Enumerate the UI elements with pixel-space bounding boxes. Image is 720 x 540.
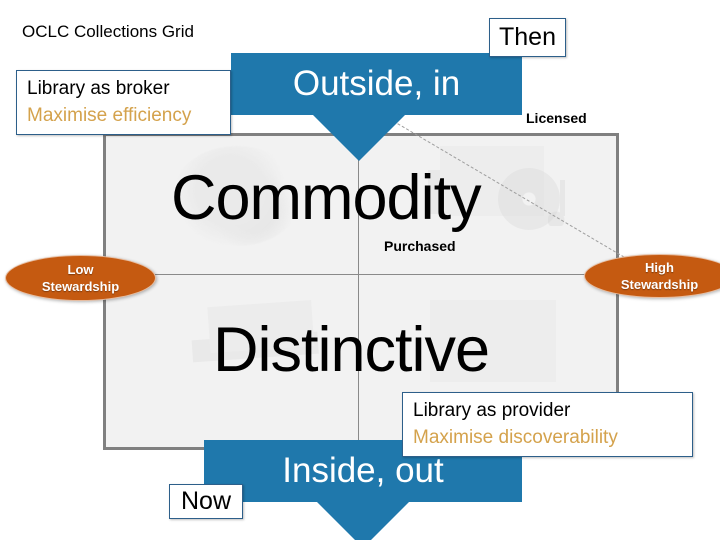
page-title: OCLC Collections Grid [22,22,194,41]
quadrant-word-commodity: Commodity [171,163,482,233]
banner-inside-out[interactable]: Inside, out [204,440,522,540]
callout-broker-goal: Maximise efficiency [27,105,192,126]
axis-end-high-line2: Stewardship [620,277,699,292]
axis-end-low-stewardship[interactable]: Low Stewardship [5,255,156,301]
banner-outside-in[interactable]: Outside, in [231,53,522,161]
time-tag-now-label: Now [180,487,231,515]
axis-end-low-line1: Low [67,262,94,277]
axis-end-high-stewardship[interactable]: High Stewardship [584,254,720,298]
axis-end-high-line1: High [645,260,674,275]
callout-library-as-broker[interactable]: Library as broker Maximise efficiency [16,70,231,135]
banner-inside-out-bar: Inside, out [204,440,522,502]
quadrant-word-distinctive: Distinctive [213,315,490,385]
time-tag-then-label: Then [499,23,556,51]
label-purchased: Purchased [384,238,456,254]
time-tag-then[interactable]: Then [489,18,566,57]
arrow-down-icon [313,115,405,161]
quadrant-vertical-divider [358,133,359,450]
arrow-down-icon [317,502,409,540]
banner-outside-in-bar: Outside, in [231,53,522,115]
axis-end-low-line2: Stewardship [41,279,120,294]
banner-inside-out-label: Inside, out [282,451,444,490]
callout-provider-goal: Maximise discoverability [413,427,618,448]
label-licensed: Licensed [526,110,587,126]
banner-outside-in-label: Outside, in [292,64,461,103]
callout-provider-role: Library as provider [413,400,571,421]
time-tag-now[interactable]: Now [169,484,243,519]
quadrant-horizontal-divider [103,274,619,275]
callout-broker-role: Library as broker [27,78,170,99]
callout-library-as-provider[interactable]: Library as provider Maximise discoverabi… [402,392,693,457]
